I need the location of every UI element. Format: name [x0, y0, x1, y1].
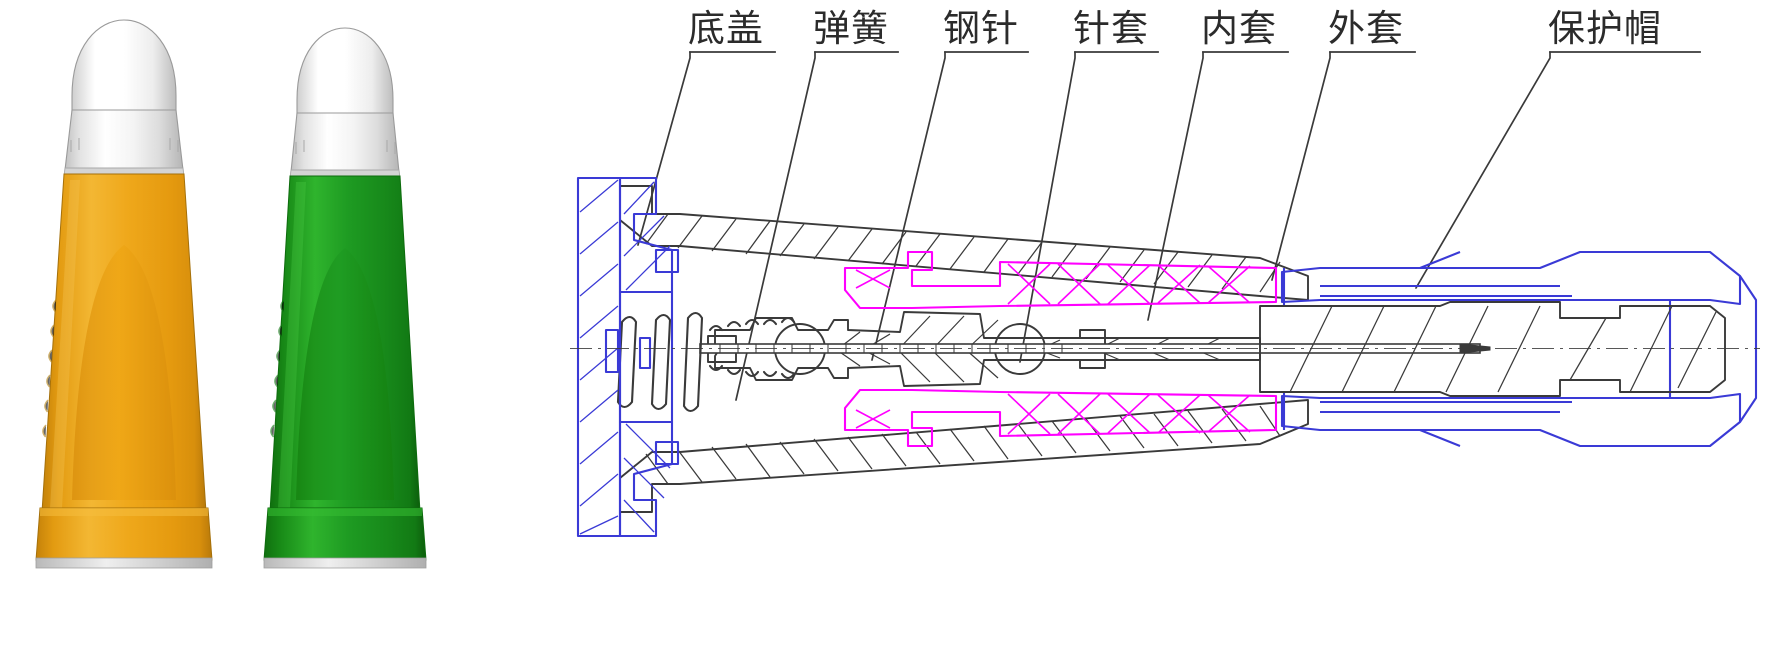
green-cap-ribs [295, 140, 396, 154]
green-highlight [278, 182, 306, 508]
callout-label-needle-sleeve: 针套 [1073, 7, 1149, 50]
bottom-cap-outer-wall [576, 176, 622, 538]
inner-sleeve-hatch-upper [855, 263, 1251, 305]
protective-cap-lower-shell [1280, 392, 1742, 448]
orange-cap-ribs [70, 138, 179, 152]
spring-coil-3 [682, 311, 704, 413]
cross-section-drawing [570, 51, 1760, 538]
bottom-cap-spring-seat [604, 328, 620, 374]
component-protective-cap [1280, 250, 1758, 448]
orange-grip-ribs [42, 299, 57, 438]
inner-sleeve-hatch-lower [855, 393, 1251, 435]
leader-steel-needle [871, 51, 946, 361]
inner-sleeve-upper [843, 250, 1278, 310]
leader-needle-sleeve [1019, 51, 1076, 363]
green-cap-dome [296, 27, 394, 116]
callout-label-bottom-cap: 底盖 [688, 7, 764, 50]
callout-label-outer-sleeve: 外套 [1328, 7, 1404, 50]
callout-label-steel-needle: 钢针 [943, 7, 1019, 50]
leader-outer-sleeve [1271, 51, 1331, 281]
snap-finger-lower [1055, 352, 1106, 369]
bottom-cap-chamber [618, 290, 674, 424]
protective-cap-upper-shell [1280, 250, 1742, 306]
lancet-green [263, 27, 427, 569]
cad-section-panel: 底盖 弹簧 钢针 针套 内套 外套 保护帽 [560, 0, 1772, 658]
callout-label-spring: 弹簧 [813, 7, 889, 50]
green-body-recess [296, 248, 394, 500]
bottom-cap-shoulder-upper [618, 176, 674, 294]
callout-label-protective-cap: 保护帽 [1548, 7, 1662, 50]
component-outer-sleeve [619, 185, 1309, 513]
spring-turns [708, 316, 796, 380]
carrier-body [1259, 301, 1726, 397]
callout-label-inner-sleeve: 内套 [1201, 7, 1277, 50]
leader-spring [735, 51, 816, 401]
component-bottom-cap [576, 176, 680, 538]
green-base-top-edge [268, 508, 422, 516]
bottom-cap-ledge-lower [654, 440, 680, 466]
product-renders [35, 19, 427, 569]
bottom-cap-hatch [579, 179, 671, 535]
inner-sleeve-lower [843, 388, 1278, 448]
orange-base-top-edge [40, 508, 208, 516]
callout-leader-lines [637, 51, 1551, 401]
orange-highlight [50, 180, 80, 508]
component-inner-sleeve [843, 250, 1278, 448]
snap-finger-upper [1055, 329, 1106, 346]
outer-sleeve-upper-wall [619, 185, 1309, 301]
protective-cap-step-upper [1419, 251, 1461, 269]
outer-sleeve-lower-wall [619, 399, 1309, 513]
orange-cap-barrel [64, 109, 184, 171]
green-cap-barrel [290, 112, 400, 173]
protective-cap-carrier [1259, 301, 1726, 397]
outer-sleeve-hatch-lower [645, 405, 1281, 485]
green-foot [263, 557, 427, 569]
lancet-orange [35, 19, 213, 569]
leader-inner-sleeve [1147, 51, 1204, 321]
component-spring [616, 311, 796, 413]
bottom-cap-spring-post [638, 336, 652, 370]
orange-foot [35, 557, 213, 569]
protective-cap-step-lower [1419, 429, 1461, 447]
orange-body-recess [72, 245, 176, 500]
leader-protective-cap [1415, 51, 1551, 289]
orange-cap-dome [71, 19, 177, 113]
bottom-cap-ledge-upper [654, 248, 680, 274]
green-grip-ribs [270, 299, 285, 438]
outer-sleeve-hatch-upper [645, 213, 1281, 293]
product-photo-panel [0, 0, 560, 658]
spring-coil-2 [650, 313, 672, 411]
